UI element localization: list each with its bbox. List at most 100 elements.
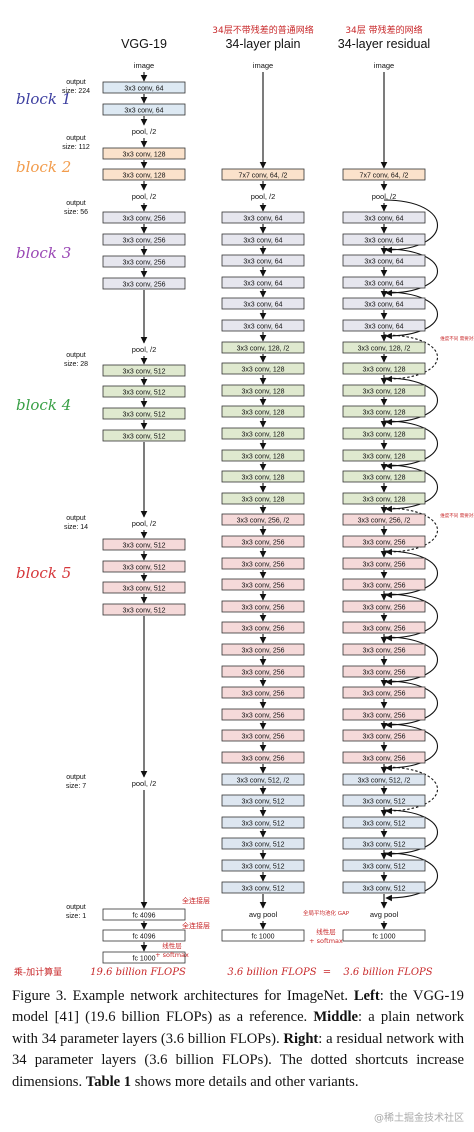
vgg-layer-14 [102, 407, 186, 420]
resnet-layer-6 [342, 276, 426, 289]
vgg-layer-18-label: 3x3 conv, 512 [122, 564, 165, 571]
caption-right-bold: Right [283, 1030, 319, 1047]
plain-layer-26 [221, 708, 305, 721]
watermark: @稀土掘金技术社区 [374, 1113, 464, 1124]
caption-left-bold: Left [353, 988, 380, 1004]
resnet-layer-17 [342, 513, 426, 526]
vgg-layer-22 [102, 908, 186, 921]
plain-layer-28 [221, 751, 305, 764]
plain-layer-3-label: 3x3 conv, 64 [243, 215, 282, 222]
resnet-layer-12-label: 3x3 conv, 128 [362, 409, 405, 416]
shortcut-arc-18 [383, 593, 439, 642]
plain-layer-11-label: 3x3 conv, 128 [241, 388, 284, 395]
resnet-layer-23-label: 3x3 conv, 256 [362, 647, 405, 654]
caption-right: : a residual network with 34 parameter l… [12, 1030, 464, 1090]
plain-layer-11 [221, 384, 305, 397]
output-label-2-b: size: 56 [64, 209, 88, 216]
plain-layer-27 [221, 729, 305, 742]
resnet-layer-30 [342, 794, 426, 807]
resnet-layer-18-label: 3x3 conv, 256 [362, 539, 405, 546]
figure-caption: Figure 3. Example network architectures … [12, 986, 464, 1093]
vgg-layer-23 [102, 929, 186, 942]
shortcut-arc-10 [383, 420, 439, 470]
resnet-layer-32 [342, 837, 426, 850]
column-title-0: VGG-19 [121, 37, 167, 51]
resnet-layer-1 [342, 168, 426, 181]
vgg-layer-18 [102, 560, 186, 573]
resnet-layer-36-label: fc 1000 [373, 933, 396, 940]
vgg-layer-23-label: fc 4096 [133, 933, 156, 940]
output-label-5-a: output [66, 774, 86, 781]
vgg-layer-9 [102, 255, 186, 268]
column-title-2: 34-layer residual [338, 37, 430, 51]
plain-layer-5-label: 3x3 conv, 64 [243, 258, 282, 265]
resnet-layer-20 [342, 578, 426, 591]
resnet-layer-3 [342, 211, 426, 224]
plain-layer-36 [221, 929, 305, 942]
block-label-5: block 5 [16, 564, 71, 582]
plain-layer-24-label: 3x3 conv, 256 [241, 669, 284, 676]
resnet-layer-7 [342, 297, 426, 310]
plain-layer-22-label: 3x3 conv, 256 [241, 625, 284, 632]
plain-layer-30 [221, 794, 305, 807]
vgg-pool-11: pool, /2 [132, 345, 157, 354]
caption-fig: Figure 3. Example network architectures … [12, 988, 349, 1004]
resnet-image-label: image [374, 61, 394, 70]
plain-layer-31-label: 3x3 conv, 512 [241, 820, 284, 827]
resnet-layer-34 [342, 881, 426, 894]
plain-layer-36-label: fc 1000 [252, 933, 275, 940]
plain-layer-5 [221, 254, 305, 267]
vgg-layer-4 [102, 147, 186, 160]
resnet-layer-32-label: 3x3 conv, 512 [362, 841, 405, 848]
plain-pool-35: avg pool [249, 910, 278, 919]
plain-layer-4-label: 3x3 conv, 64 [243, 237, 282, 244]
output-label-1-b: size: 112 [62, 144, 90, 151]
resnet-layer-13 [342, 427, 426, 440]
resnet-layer-5-label: 3x3 conv, 64 [364, 258, 403, 265]
plain-layer-19-label: 3x3 conv, 256 [241, 561, 284, 568]
resnet-layer-21-label: 3x3 conv, 256 [362, 604, 405, 611]
vgg-layer-20-label: 3x3 conv, 512 [122, 607, 165, 614]
plain-layer-4 [221, 233, 305, 246]
plain-layer-18 [221, 535, 305, 548]
resnet-layer-29-label: 3x3 conv, 512, /2 [358, 777, 411, 784]
vgg-layer-7 [102, 211, 186, 224]
resnet-layer-8 [342, 319, 426, 332]
vgg-pool-21: pool, /2 [132, 779, 157, 788]
resnet-layer-18 [342, 535, 426, 548]
vgg-layer-17-label: 3x3 conv, 512 [122, 542, 165, 549]
block-label-1: block 1 [16, 90, 71, 108]
plain-layer-8-label: 3x3 conv, 64 [243, 323, 282, 330]
vgg-layer-5-label: 3x3 conv, 128 [122, 172, 165, 179]
plain-layer-25 [221, 686, 305, 699]
resnet-pool-2: pool, /2 [372, 192, 397, 201]
output-label-1-a: output [66, 135, 86, 142]
plain-layer-18-label: 3x3 conv, 256 [241, 539, 284, 546]
plain-layer-15 [221, 470, 305, 483]
vgg-layer-13 [102, 385, 186, 398]
resnet-layer-7-label: 3x3 conv, 64 [364, 301, 403, 308]
flops-vgg: 19.6 billion FLOPS [90, 967, 186, 978]
shortcut-arc-8 [383, 377, 439, 426]
resnet-layer-31-label: 3x3 conv, 512 [362, 820, 405, 827]
shortcut-arc-20 [383, 636, 439, 686]
resnet-layer-24 [342, 665, 426, 678]
resnet-layer-22-label: 3x3 conv, 256 [362, 625, 405, 632]
resnet-layer-33-label: 3x3 conv, 512 [362, 863, 405, 870]
resnet-layer-28 [342, 751, 426, 764]
resnet-layer-25-label: 3x3 conv, 256 [362, 690, 405, 697]
plain-layer-22 [221, 621, 305, 634]
shortcut-arc-26 [383, 766, 439, 815]
vgg-layer-13-label: 3x3 conv, 512 [122, 389, 165, 396]
plain-layer-24 [221, 665, 305, 678]
output-label-5-b: size: 7 [66, 783, 86, 790]
shortcut-arc-24 [383, 723, 439, 772]
resnet-layer-36 [342, 929, 426, 942]
side-note-0: 维度不同 需要对齐 [440, 335, 474, 342]
output-label-0-a: output [66, 79, 86, 86]
plain-layer-32-label: 3x3 conv, 512 [241, 841, 284, 848]
plain-layer-29-label: 3x3 conv, 512, /2 [237, 777, 290, 784]
resnet-layer-6-label: 3x3 conv, 64 [364, 280, 403, 287]
plain-layer-33 [221, 859, 305, 872]
